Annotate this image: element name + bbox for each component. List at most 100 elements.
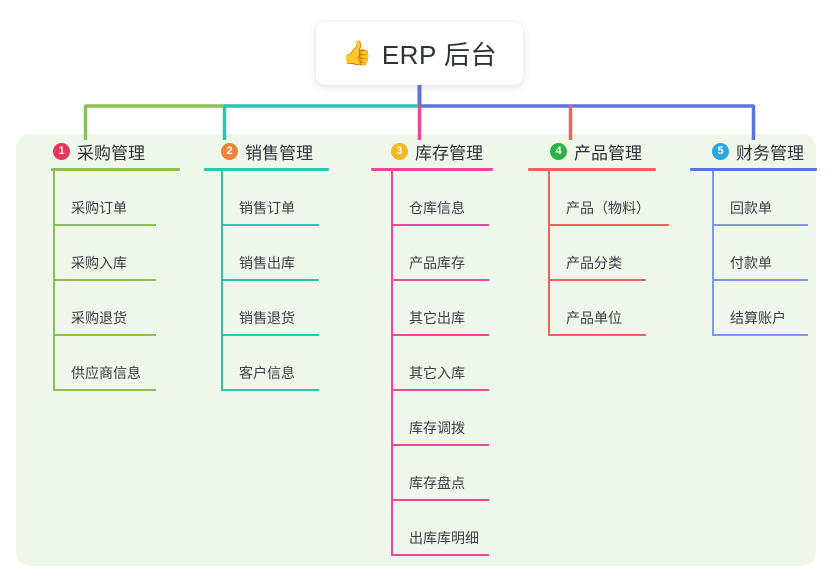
leaf-rule (391, 224, 489, 226)
leaf-label: 出库库明细 (409, 530, 479, 546)
leaf-rule (712, 224, 808, 226)
branch-title-3: 库存管理 (415, 143, 483, 163)
leaf-label: 其它出库 (409, 310, 465, 326)
leaf-label: 结算账户 (730, 310, 786, 326)
leaf-rule (53, 279, 156, 281)
branch-leaves-4: 产品（物料） 产品分类 产品单位 (528, 171, 683, 336)
branch-title-4: 产品管理 (574, 143, 642, 163)
leaf-label: 库存调拨 (409, 420, 465, 436)
leaf-label: 销售出库 (239, 255, 295, 271)
leaf-rule (548, 224, 669, 226)
leaf-label: 产品单位 (566, 310, 622, 326)
leaf-label: 仓库信息 (409, 200, 465, 216)
leaf-rule (391, 499, 489, 501)
leaf-label: 付款单 (730, 255, 772, 271)
branch-column-4: 4 产品管理 产品（物料） 产品分类 产品单位 (528, 134, 683, 336)
leaf-item[interactable]: 销售出库 (221, 226, 341, 281)
branch-header-rule-3 (371, 168, 493, 171)
leaf-item[interactable]: 产品库存 (391, 226, 511, 281)
branch-spine-1 (53, 171, 55, 391)
branch-column-5: 5 财务管理 回款单 付款单 结算账户 (690, 134, 830, 336)
leaf-label: 产品库存 (409, 255, 465, 271)
branch-column-1: 1 采购管理 采购订单 采购入库 采购退货 供应商信 (36, 134, 181, 391)
leaf-label: 销售退货 (239, 310, 295, 326)
branch-title-5: 财务管理 (736, 143, 804, 163)
leaf-item[interactable]: 客户信息 (221, 336, 341, 391)
leaf-label: 客户信息 (239, 365, 295, 381)
branch-leaves-2: 销售订单 销售出库 销售退货 客户信息 (204, 171, 349, 391)
branch-spine-2 (221, 171, 223, 391)
leaf-rule (221, 389, 319, 391)
leaf-rule (53, 224, 156, 226)
leaf-label: 产品（物料） (566, 200, 650, 216)
leaf-rule (53, 334, 156, 336)
leaf-item[interactable]: 产品分类 (548, 226, 678, 281)
branch-header-rule-4 (528, 168, 656, 171)
leaf-item[interactable]: 供应商信息 (53, 336, 173, 391)
branch-badge-3: 3 (391, 142, 408, 160)
branch-column-2: 2 销售管理 销售订单 销售出库 销售退货 客户信息 (204, 134, 349, 391)
leaf-label: 产品分类 (566, 255, 622, 271)
branch-spine-3 (391, 171, 393, 556)
leaf-item[interactable]: 回款单 (712, 171, 832, 226)
branch-badge-5: 5 (712, 142, 729, 160)
root-title: ERP 后台 (381, 40, 498, 70)
leaf-rule (391, 334, 489, 336)
leaf-label: 回款单 (730, 200, 772, 216)
leaf-rule (221, 224, 319, 226)
leaf-rule (391, 389, 489, 391)
leaf-rule (548, 279, 646, 281)
leaf-rule (391, 444, 489, 446)
branch-badge-1: 1 (53, 142, 70, 160)
leaf-rule (221, 334, 319, 336)
leaf-item[interactable]: 采购入库 (53, 226, 173, 281)
leaf-rule (391, 554, 489, 556)
branch-leaves-3: 仓库信息 产品库存 其它出库 其它入库 库存调拨 (371, 171, 521, 556)
leaf-item[interactable]: 其它入库 (391, 336, 511, 391)
leaf-item[interactable]: 产品（物料） (548, 171, 678, 226)
branch-leaves-5: 回款单 付款单 结算账户 (690, 171, 830, 336)
leaf-item[interactable]: 销售退货 (221, 281, 341, 336)
leaf-label: 采购入库 (71, 255, 127, 271)
branch-column-3: 3 库存管理 仓库信息 产品库存 其它出库 其它入库 (371, 134, 521, 556)
thumbs-up-icon: 👍 (341, 39, 372, 67)
root-node[interactable]: 👍 ERP 后台 (316, 22, 523, 85)
leaf-label: 库存盘点 (409, 475, 465, 491)
branch-header-4[interactable]: 4 产品管理 (528, 134, 683, 168)
leaf-rule (548, 334, 646, 336)
branch-header-2[interactable]: 2 销售管理 (204, 134, 349, 168)
leaf-item[interactable]: 产品单位 (548, 281, 678, 336)
branch-title-2: 销售管理 (245, 143, 313, 163)
leaf-item[interactable]: 库存盘点 (391, 446, 511, 501)
branch-spine-5 (712, 171, 714, 336)
branch-badge-2: 2 (221, 142, 238, 160)
leaf-item[interactable]: 销售订单 (221, 171, 341, 226)
leaf-rule (391, 279, 489, 281)
diagram-panel-background (16, 134, 816, 566)
leaf-item[interactable]: 其它出库 (391, 281, 511, 336)
branch-badge-4: 4 (550, 142, 567, 160)
leaf-label: 供应商信息 (71, 365, 141, 381)
branch-header-1[interactable]: 1 采购管理 (36, 134, 181, 168)
leaf-item[interactable]: 结算账户 (712, 281, 832, 336)
branch-header-5[interactable]: 5 财务管理 (690, 134, 830, 168)
leaf-item[interactable]: 出库库明细 (391, 501, 511, 556)
branch-title-1: 采购管理 (77, 143, 145, 163)
leaf-item[interactable]: 付款单 (712, 226, 832, 281)
branch-header-rule-5 (690, 168, 817, 171)
leaf-rule (712, 334, 808, 336)
branch-columns: 1 采购管理 采购订单 采购入库 采购退货 供应商信 (16, 134, 817, 566)
branch-header-3[interactable]: 3 库存管理 (371, 134, 521, 168)
leaf-rule (221, 279, 319, 281)
branch-header-rule-1 (51, 168, 180, 171)
leaf-label: 采购订单 (71, 200, 127, 216)
leaf-item[interactable]: 采购订单 (53, 171, 173, 226)
branch-leaves-1: 采购订单 采购入库 采购退货 供应商信息 (36, 171, 181, 391)
branch-header-rule-2 (204, 168, 329, 171)
leaf-item[interactable]: 库存调拨 (391, 391, 511, 446)
leaf-label: 销售订单 (239, 200, 295, 216)
leaf-label: 其它入库 (409, 365, 465, 381)
leaf-item[interactable]: 采购退货 (53, 281, 173, 336)
leaf-item[interactable]: 仓库信息 (391, 171, 511, 226)
